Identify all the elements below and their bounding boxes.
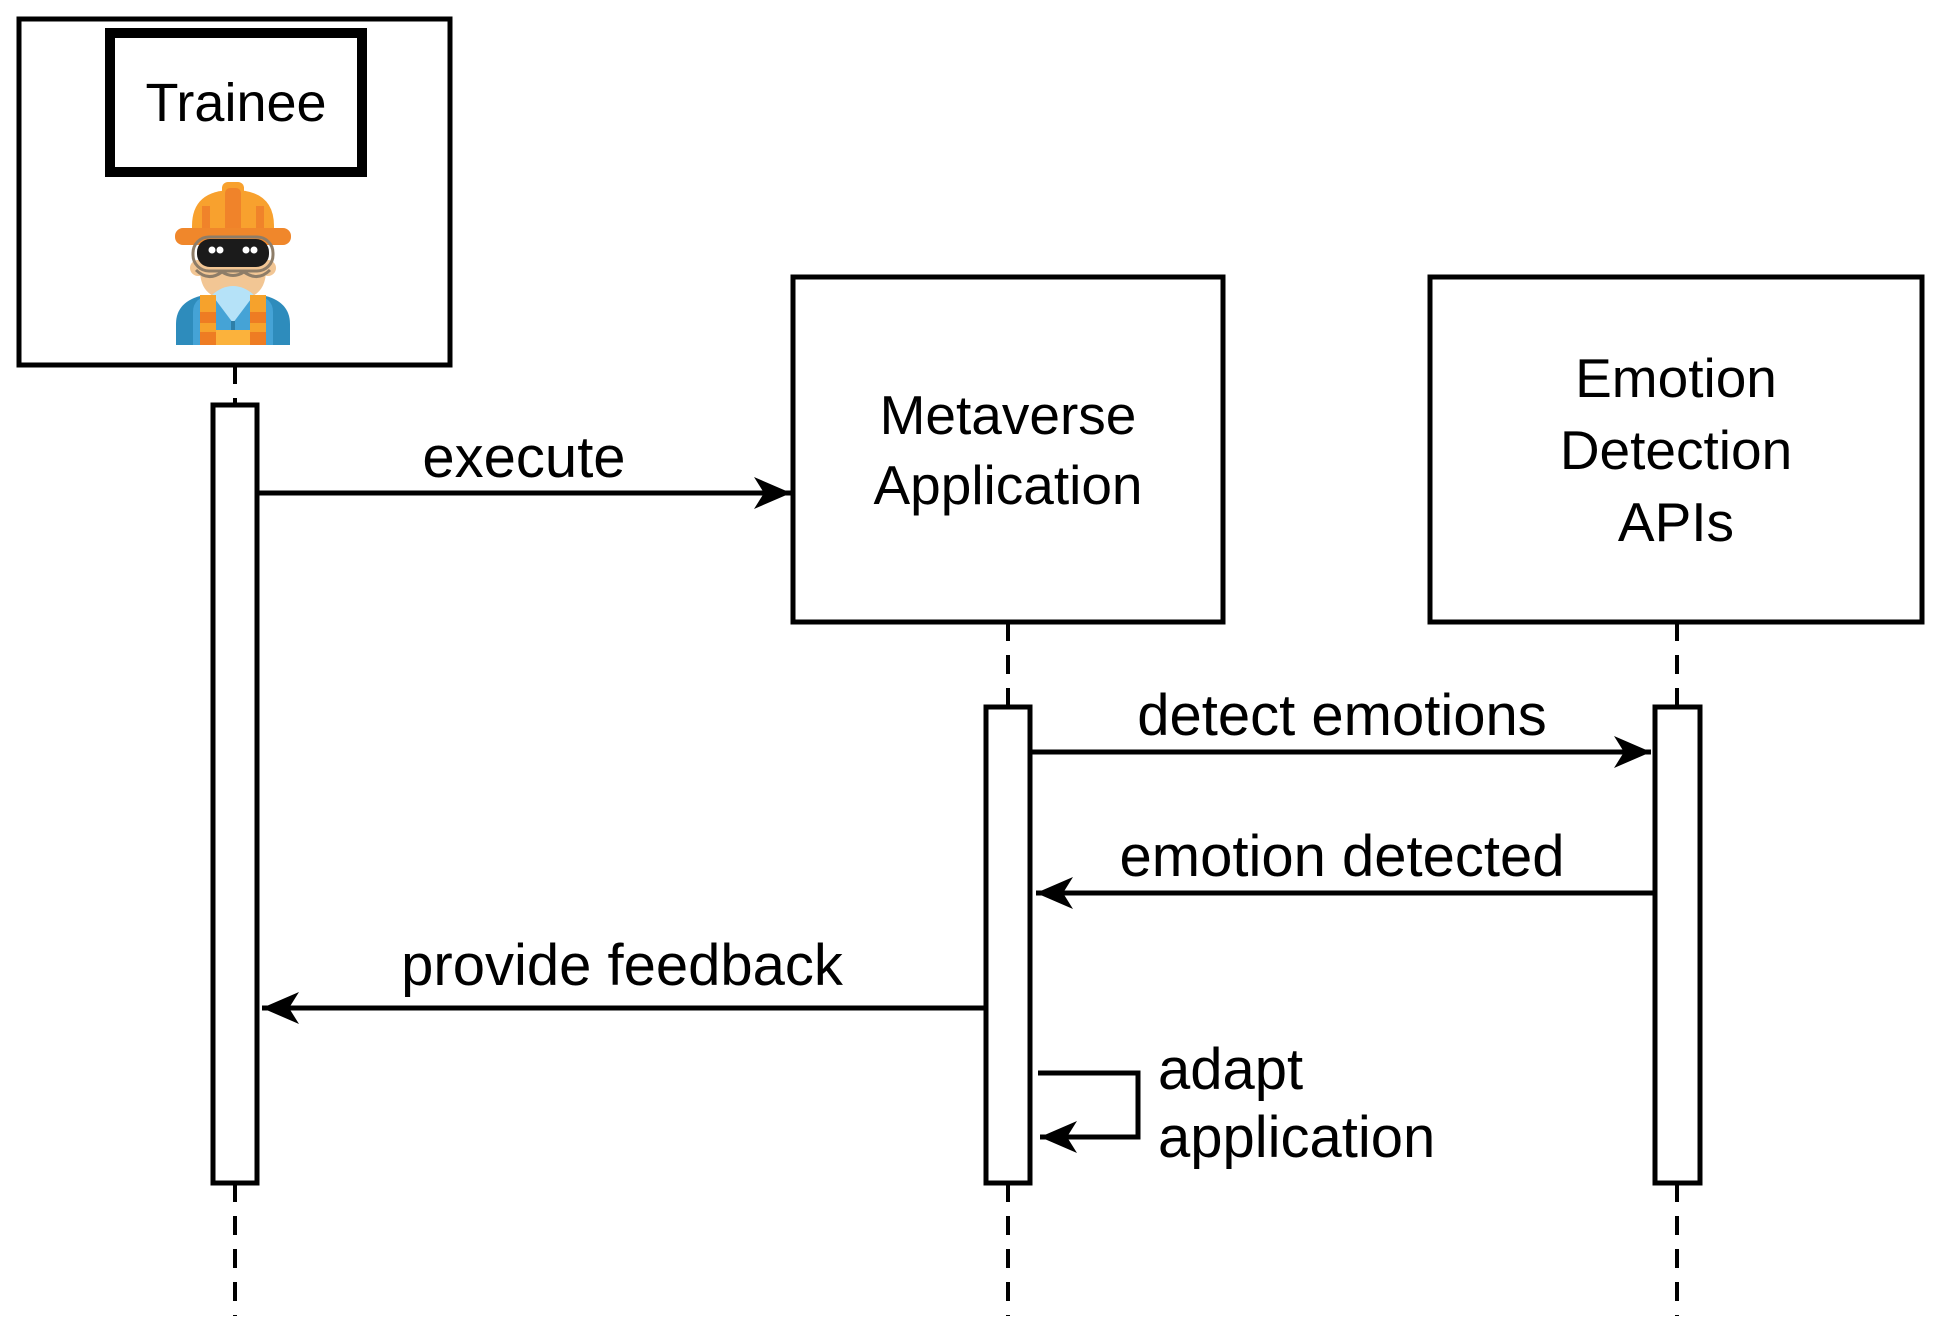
visor-sensor-dot: [216, 246, 224, 254]
metaverse-activation-bar: [983, 704, 1033, 1186]
emotion-detection-apis-participant-label: Emotion Detection APIs: [1559, 346, 1793, 553]
trainee-activation-bar: [210, 402, 260, 1186]
metaverse-application-participant-label: Metaverse Application: [873, 383, 1143, 516]
visor-sensor-dot: [208, 246, 216, 254]
emotion-detected-message-label: emotion detected: [1119, 824, 1565, 889]
construction-worker-vr-headset-icon: [175, 182, 291, 345]
visor-sensor-dot: [250, 246, 258, 254]
worker-collar: [212, 286, 254, 323]
helmet-side-stripe-right: [256, 206, 264, 234]
detect-emotions-message-label: detect emotions: [1137, 683, 1547, 748]
vr-goggles-frame: [191, 235, 275, 273]
adapt-application-message-label: adapt application: [1158, 1037, 1436, 1170]
lifelines-group: [233, 365, 1679, 1316]
worker-suspender-clip-left: [200, 312, 216, 323]
emotion-apis-activation-bar: [1652, 704, 1703, 1186]
helmet-center-ridge: [225, 188, 241, 234]
message-arrows-group: [257, 477, 1655, 1153]
provide-feedback-message-label: provide feedback: [401, 933, 843, 998]
emotion-detection-apis-participant-box: [1427, 274, 1925, 625]
adapt-application-self-message-arrow: [1038, 1070, 1141, 1153]
trainee-name-plate-box: [105, 28, 367, 177]
worker-suspender-bottom-right: [250, 332, 266, 345]
execute-message-label: execute: [422, 425, 626, 490]
vr-goggles-lower-cage: [194, 268, 272, 278]
helmet-side-stripe-left: [202, 206, 210, 234]
worker-suspender-clip-right: [250, 312, 266, 323]
visor-sensor-dot: [242, 246, 250, 254]
worker-suspender-bottom-left: [200, 332, 216, 345]
metaverse-application-participant-box: [790, 274, 1226, 625]
vr-goggles-visor: [197, 239, 269, 267]
trainee-participant-label: Trainee: [145, 72, 327, 133]
worker-waistband: [200, 330, 266, 345]
